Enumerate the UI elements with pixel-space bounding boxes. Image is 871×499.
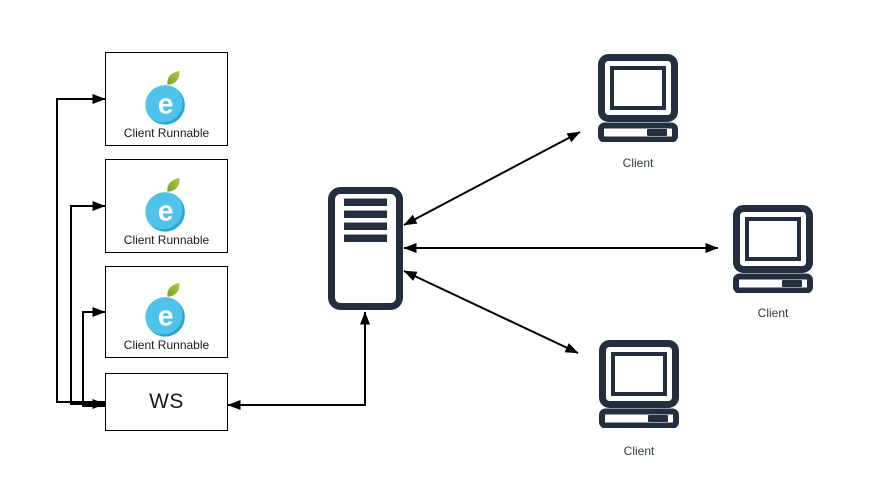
client-runnable-box-2[interactable]: e Client Runnable [105,159,228,253]
client-runnable-box-1[interactable]: e Client Runnable [105,52,228,146]
e-fruit-logo-icon: e [144,178,185,232]
client-label-top: Client [622,156,654,170]
client-label-bottom: Client [623,444,655,458]
client-label-middle: Client [757,306,789,320]
edge-ws-client-runnable-1[interactable] [56,94,106,403]
client-runnable-label: Client Runnable [123,338,210,352]
ws-label: WS [149,390,184,413]
desktop-computer-icon [733,205,813,294]
server-icon [328,187,403,310]
edge-server-client-bottom[interactable] [403,270,579,354]
client-node-middle[interactable] [727,205,819,298]
client-node-top[interactable] [592,54,684,147]
ws-box[interactable]: WS [105,373,228,431]
edge-ws-server[interactable] [227,311,370,410]
client-runnable-label: Client Runnable [123,126,210,140]
client-runnable-box-3[interactable]: e Client Runnable [105,266,228,358]
edge-server-client-top[interactable] [403,131,581,226]
svg-text:e: e [157,196,173,228]
e-fruit-logo-icon: e [144,71,185,125]
server-node[interactable] [328,187,403,315]
desktop-computer-icon [598,54,678,143]
edge-ws-client-runnable-2[interactable] [70,201,106,409]
e-fruit-logo-icon: e [144,283,185,337]
edge-ws-client-runnable-3[interactable] [82,307,106,407]
svg-text:e: e [157,89,173,121]
desktop-computer-icon [599,340,679,429]
client-node-bottom[interactable] [593,340,685,433]
svg-text:e: e [157,301,173,333]
client-runnable-label: Client Runnable [123,233,210,247]
